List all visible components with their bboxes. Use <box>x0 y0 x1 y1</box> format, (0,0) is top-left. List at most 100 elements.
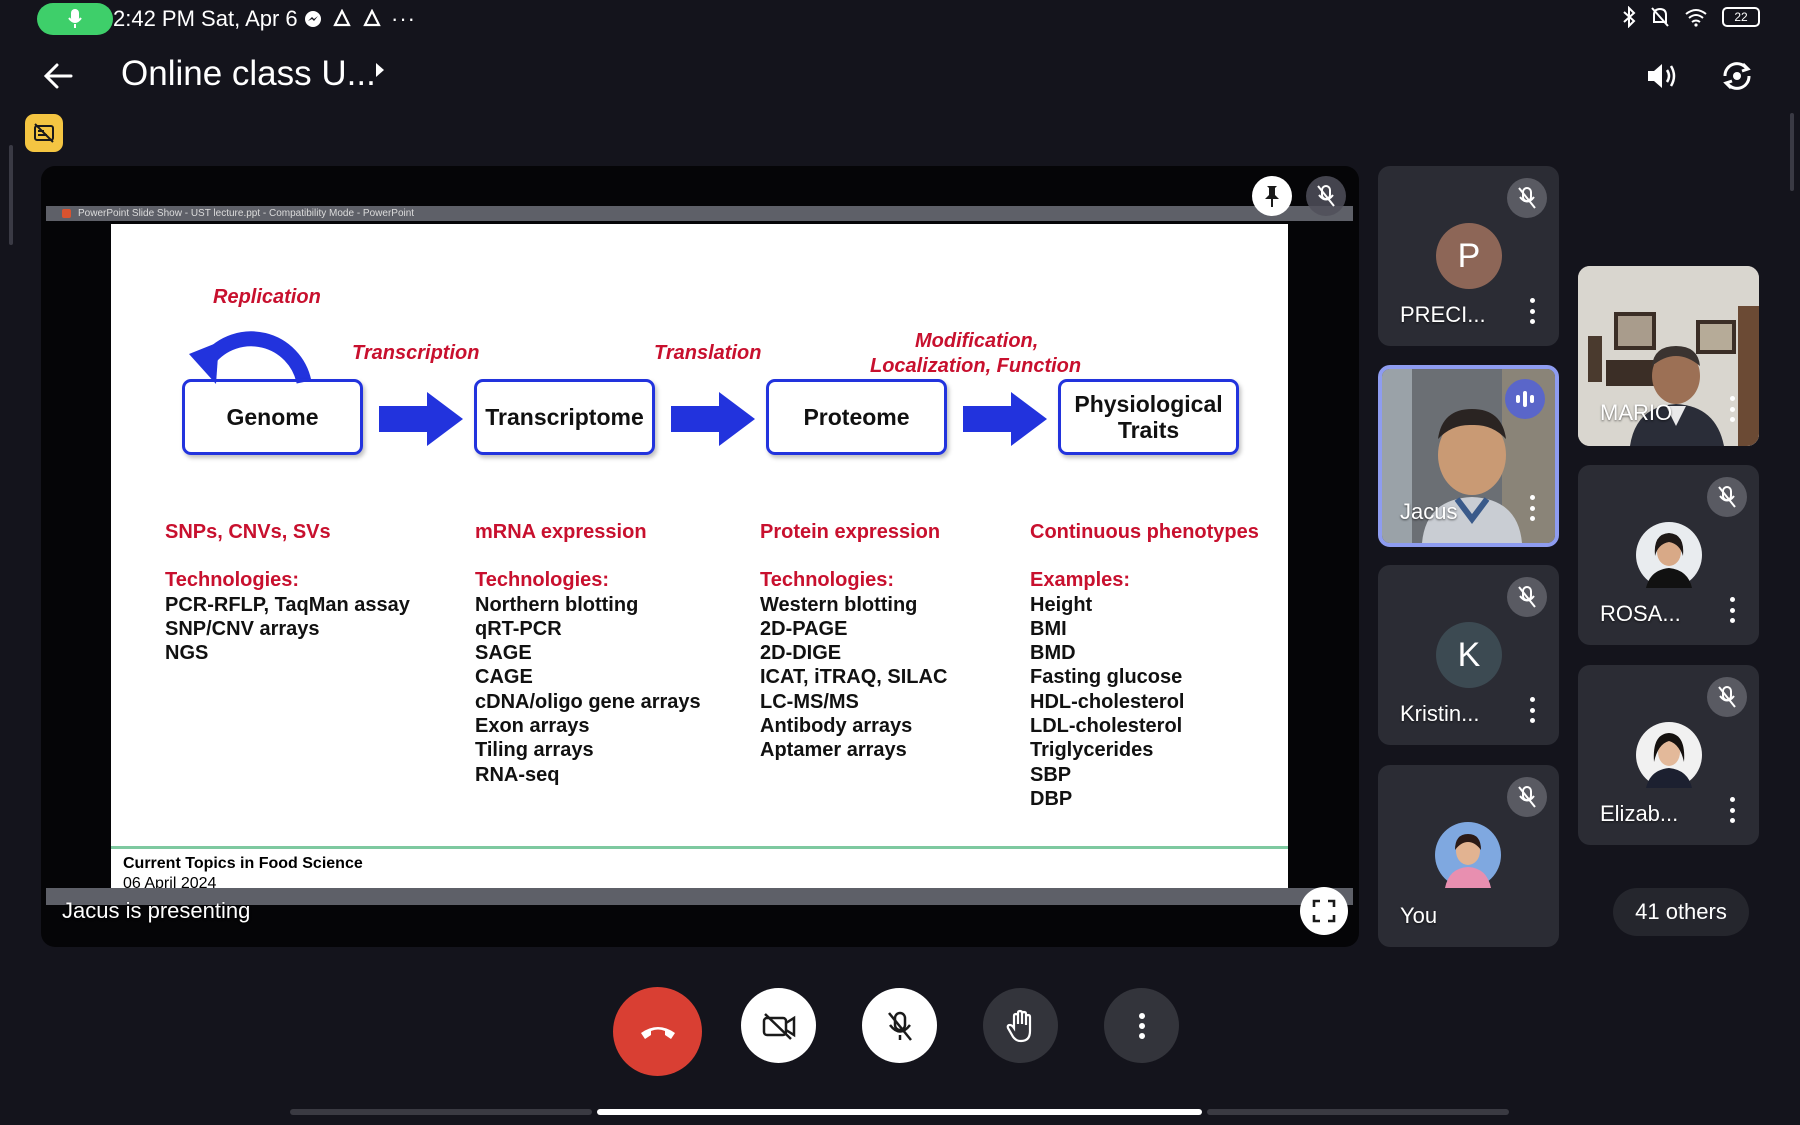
participant-tile[interactable]: ROSA... <box>1578 465 1759 645</box>
participant-video <box>1382 369 1555 543</box>
avatar: P <box>1436 223 1502 289</box>
list-item: 2D-PAGE <box>760 617 848 640</box>
slide-footer-rule <box>111 846 1288 849</box>
flow-arrow <box>671 392 755 446</box>
list-item: SAGE <box>475 642 532 665</box>
participant-tile-active-speaker[interactable]: Jacus <box>1378 365 1559 547</box>
participant-name: You <box>1400 903 1438 928</box>
nav-bar-segment <box>1207 1109 1509 1115</box>
replication-label: Replication <box>213 286 321 308</box>
participant-tile[interactable]: MARIO <box>1578 266 1759 446</box>
list-item: HDL-cholesterol <box>1030 690 1185 713</box>
fullscreen-button[interactable] <box>1300 887 1348 935</box>
pin-button[interactable] <box>1252 176 1292 216</box>
column-heading: Continuous phenotypes <box>1030 521 1259 543</box>
genome-box: Genome <box>182 379 363 455</box>
participant-tile[interactable]: P PRECI... <box>1378 166 1559 346</box>
battery-level: 22 <box>1734 10 1748 24</box>
mic-active-icon <box>68 9 82 28</box>
notification-icons: ··· <box>303 6 416 32</box>
participant-name: ROSA... <box>1600 601 1681 626</box>
camera-toggle-button[interactable] <box>741 988 816 1063</box>
more-vertical-icon[interactable] <box>1527 298 1537 324</box>
list-item: CAGE <box>475 666 533 689</box>
list-item: BMI <box>1030 617 1067 640</box>
home-indicator[interactable] <box>597 1109 1202 1115</box>
left-scrollbar[interactable] <box>9 145 13 245</box>
bell-off-icon <box>1651 7 1669 27</box>
status-time-date: 2:42 PM Sat, Apr 6 <box>113 6 298 31</box>
slide: Replication Transcription Translation Mo… <box>111 224 1288 888</box>
column-heading: SNPs, CNVs, SVs <box>165 521 331 543</box>
list-item: 2D-DIGE <box>760 642 842 665</box>
raise-hand-button[interactable] <box>983 988 1058 1063</box>
replication-arrow <box>189 331 312 384</box>
list-item: Triglycerides <box>1030 739 1154 762</box>
physiological-traits-box: Physiological Traits <box>1058 379 1239 455</box>
audio-output-button[interactable] <box>1640 54 1684 98</box>
title-caret-icon[interactable] <box>374 62 386 83</box>
list-item: SNP/CNV arrays <box>165 617 320 640</box>
column-subheading: Technologies: <box>760 569 895 592</box>
list-item: Aptamer arrays <box>760 739 907 762</box>
list-item: Height <box>1030 593 1093 616</box>
list-item: Northern blotting <box>475 593 639 616</box>
presentation-stage[interactable]: PowerPoint Slide Show - UST lecture.ppt … <box>41 166 1359 947</box>
transcriptome-column: mRNA expression Technologies: Northern b… <box>475 520 701 787</box>
mic-off-icon <box>1507 777 1547 817</box>
traits-column: Continuous phenotypes Examples: Height B… <box>1030 520 1259 811</box>
speaker-icon <box>1648 64 1676 88</box>
participant-tile-self[interactable]: You <box>1378 765 1559 947</box>
participant-tile[interactable]: Elizab... <box>1578 665 1759 845</box>
phone-hangup-icon <box>640 1026 675 1039</box>
others-count-button[interactable]: 41 others <box>1613 888 1749 936</box>
list-item: Western blotting <box>760 593 918 616</box>
list-item: RNA-seq <box>475 763 560 786</box>
proteome-column: Protein expression Technologies: Western… <box>760 520 947 763</box>
switch-camera-button[interactable] <box>1715 54 1759 98</box>
column-subheading: Technologies: <box>475 569 610 592</box>
list-item: Tiling arrays <box>475 739 594 762</box>
mic-off-icon <box>1707 677 1747 717</box>
list-item: BMD <box>1030 642 1076 665</box>
meeting-title[interactable]: Online class U... <box>121 54 376 93</box>
powerpoint-icon <box>62 209 71 218</box>
ppt-status-bar <box>46 888 1353 905</box>
list-item: DBP <box>1030 787 1073 810</box>
fullscreen-icon <box>1312 899 1336 923</box>
participant-name: Elizab... <box>1600 801 1679 826</box>
raise-hand-icon <box>1006 1009 1031 1042</box>
column-heading: Protein expression <box>760 521 941 543</box>
column-heading: mRNA expression <box>475 521 647 543</box>
leave-call-button[interactable] <box>613 987 702 1076</box>
camera-off-icon <box>762 1012 795 1040</box>
more-vertical-icon[interactable] <box>1527 495 1537 521</box>
list-item: LDL-cholesterol <box>1030 715 1183 738</box>
avatar <box>1636 522 1702 588</box>
mic-off-icon <box>887 1011 912 1041</box>
participant-tile[interactable]: K Kristin... <box>1378 565 1559 745</box>
captions-off-badge[interactable] <box>25 114 63 152</box>
more-vertical-icon[interactable] <box>1727 597 1737 623</box>
transcription-label: Transcription <box>352 342 480 364</box>
mic-toggle-button[interactable] <box>862 988 937 1063</box>
more-vertical-icon[interactable] <box>1727 797 1737 823</box>
localization-label: Localization, Function <box>870 355 1082 377</box>
participant-name: Kristin... <box>1400 701 1480 726</box>
participant-name: Jacus <box>1400 499 1458 524</box>
mic-active-indicator[interactable] <box>37 3 113 35</box>
pin-icon <box>1265 186 1279 207</box>
more-vertical-icon[interactable] <box>1727 396 1737 422</box>
back-button[interactable] <box>38 56 78 96</box>
column-subheading: Examples: <box>1030 569 1131 592</box>
modification-label: Modification, <box>915 330 1039 352</box>
more-vertical-icon[interactable] <box>1527 697 1537 723</box>
right-scrollbar[interactable] <box>1790 113 1794 191</box>
more-vertical-icon <box>1138 1012 1145 1039</box>
mic-off-icon <box>1507 577 1547 617</box>
more-options-button[interactable] <box>1104 988 1179 1063</box>
ppt-window-titlebar: PowerPoint Slide Show - UST lecture.ppt … <box>46 206 1353 221</box>
genome-column: SNPs, CNVs, SVs Technologies: PCR-RFLP, … <box>165 520 410 665</box>
list-item: Exon arrays <box>475 715 590 738</box>
mic-off-icon <box>1707 477 1747 517</box>
